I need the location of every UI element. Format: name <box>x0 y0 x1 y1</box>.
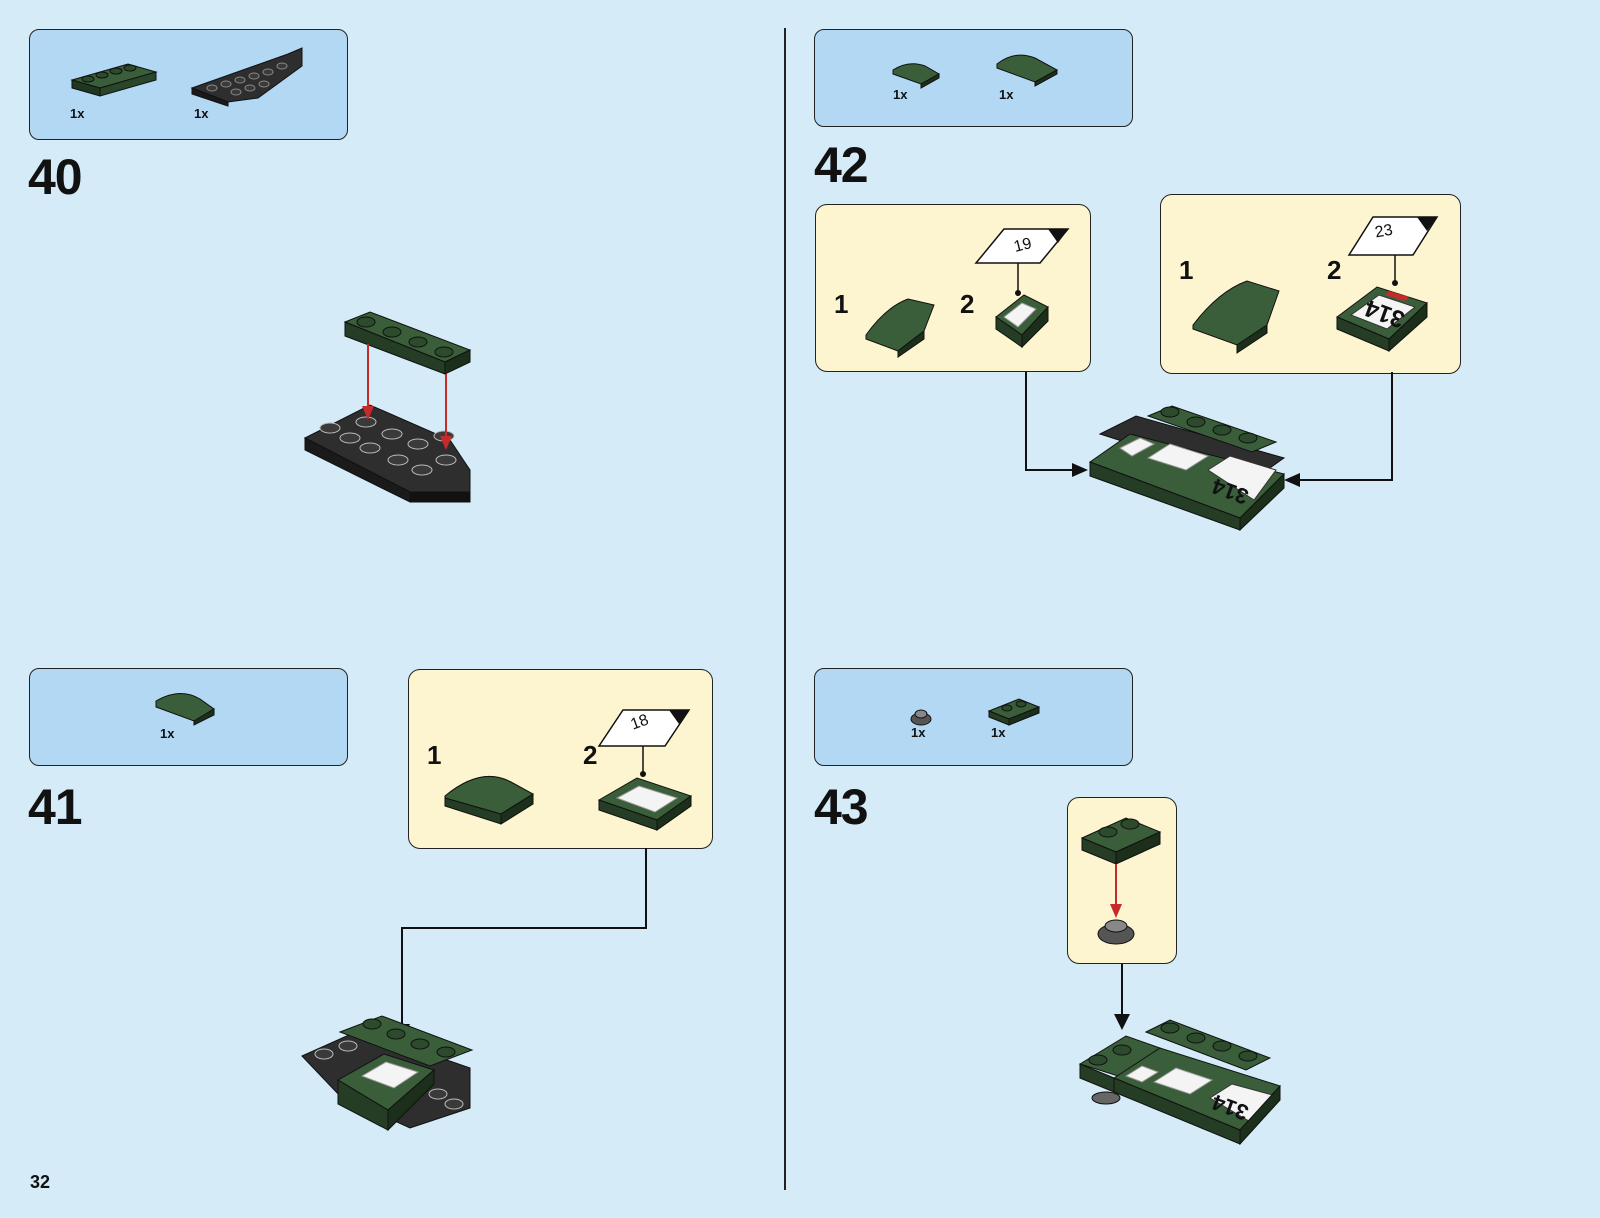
step-number-43: 43 <box>814 779 869 835</box>
step-42-parts-list: 1x 1x <box>814 29 1133 127</box>
step-41-parts-list: 1x <box>29 668 348 766</box>
step-40-assembly-illustration <box>303 311 472 503</box>
step-43-parts-list: 1x 1x <box>814 668 1133 766</box>
curved-slope-piece <box>865 298 935 358</box>
curved-slope-piece <box>1192 280 1280 354</box>
sticker-number: 23 <box>1373 221 1395 242</box>
step-43-assembly-illustration <box>1078 964 1281 1146</box>
sticker-applied-slope <box>974 228 1070 349</box>
step-41-assembly-illustration <box>301 848 647 1132</box>
green-plate-1x4-icon <box>70 63 158 97</box>
page-divider <box>784 28 786 1190</box>
sticker-applied-tile <box>1336 216 1439 353</box>
step-43-subassembly-box <box>1067 797 1177 964</box>
substep-number: 1 <box>834 289 849 319</box>
substep-number: 2 <box>1327 255 1342 285</box>
part-quantity: 1x <box>999 87 1014 102</box>
step-42-assembly-illustration <box>1025 372 1393 532</box>
part-quantity: 1x <box>194 106 209 121</box>
curved-slope-piece <box>444 775 534 825</box>
substep-number: 2 <box>960 289 975 319</box>
green-curved-slope-large-icon <box>996 54 1059 87</box>
step-number-41: 41 <box>28 779 83 835</box>
part-quantity: 1x <box>160 726 175 741</box>
step-40-parts-list: 1x 1x <box>29 29 348 140</box>
green-curved-slope-icon <box>155 693 215 726</box>
step-number-40: 40 <box>28 149 83 205</box>
green-curved-slope-small-icon <box>892 63 941 89</box>
page-number: 32 <box>30 1172 51 1192</box>
round-plate-1x1-icon <box>910 709 932 726</box>
part-quantity: 1x <box>70 106 85 121</box>
part-quantity: 1x <box>991 725 1006 740</box>
step-41-subassembly-box: 1 2 18 <box>408 669 713 849</box>
black-wedge-plate-icon <box>190 47 303 107</box>
plate-onto-round-plate-illustration <box>1080 817 1162 945</box>
part-quantity: 1x <box>893 87 908 102</box>
step-number-42: 42 <box>814 137 869 193</box>
step-42-subassembly-box-2: 1 2 23 314 <box>1160 194 1461 374</box>
substep-number: 1 <box>427 740 442 770</box>
substep-number: 1 <box>1179 255 1194 285</box>
part-quantity: 1x <box>911 725 926 740</box>
sticker-applied-slope <box>597 709 693 831</box>
substep-number: 2 <box>583 740 598 770</box>
green-plate-1x2-icon <box>987 698 1041 726</box>
step-42-subassembly-box-1: 1 2 19 <box>815 204 1091 372</box>
